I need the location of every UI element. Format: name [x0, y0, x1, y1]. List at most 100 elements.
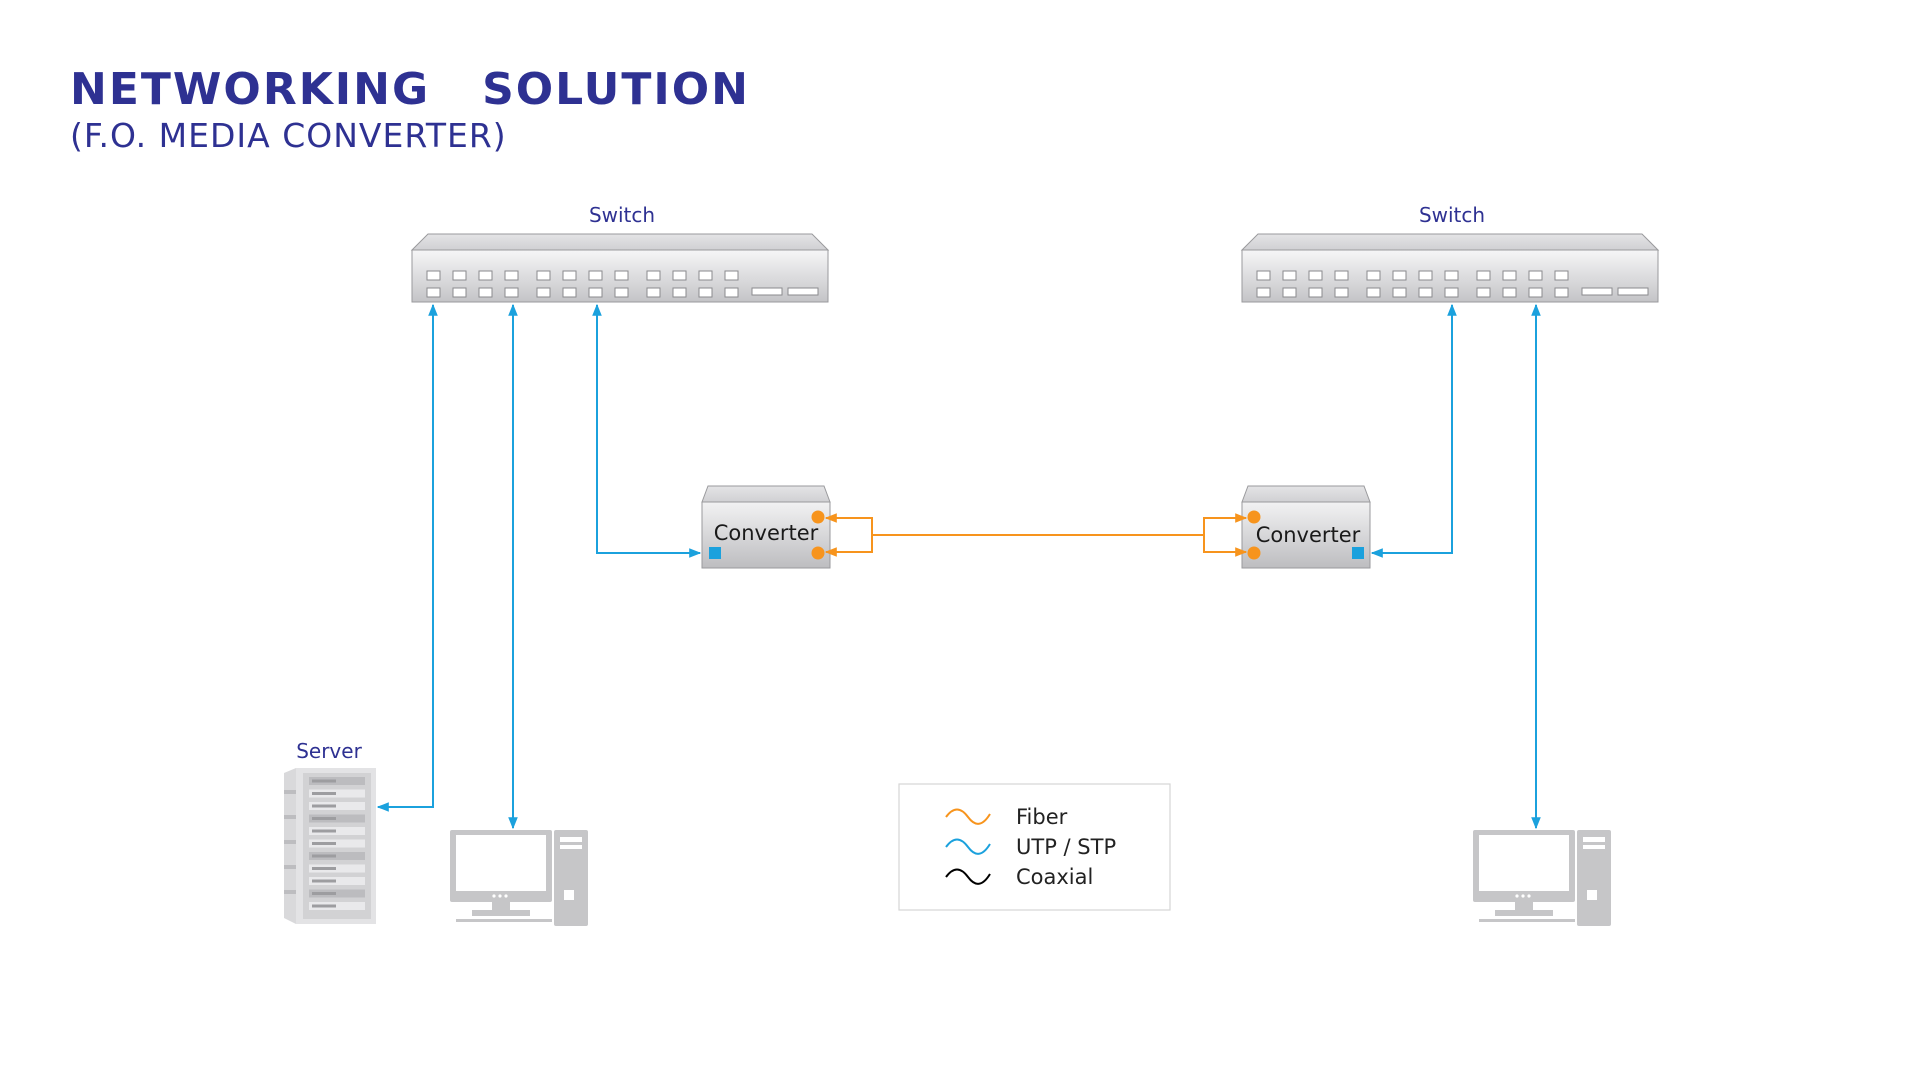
converter-right-utp-port — [1352, 547, 1364, 559]
switch-port — [1366, 270, 1381, 281]
utp-switch-left-to-converter — [592, 303, 702, 558]
server-drive-led — [312, 867, 336, 870]
server-drive-led — [312, 792, 336, 795]
server-drive-led — [312, 779, 336, 783]
workstation-left-icon — [450, 830, 588, 926]
switch-left-label: Switch — [589, 203, 655, 227]
converter-right-fiber-port-tx — [1247, 510, 1261, 524]
fiber-links — [824, 513, 1248, 557]
server-label: Server — [296, 739, 362, 763]
switch-port — [1334, 287, 1349, 298]
page-subtitle: (F.O. MEDIA CONVERTER) — [70, 116, 507, 155]
switch-port — [504, 270, 519, 281]
switch-port — [1554, 270, 1569, 281]
switch-port — [646, 270, 661, 281]
switch-port — [1308, 287, 1323, 298]
server-drive-bay — [309, 814, 365, 823]
server-drive-bays — [309, 777, 365, 910]
switch-port — [452, 270, 467, 281]
switch-left — [410, 233, 830, 303]
switch-port — [1256, 287, 1271, 298]
fiber-left-rx — [824, 535, 873, 557]
switch-port — [562, 270, 577, 281]
fiber-right-rx — [1203, 535, 1248, 557]
server-drive-bay — [309, 864, 365, 873]
switch-port — [1282, 270, 1297, 281]
workstation-right-icon — [1473, 830, 1611, 926]
switch-port — [698, 270, 713, 281]
fiber-legend-icon — [945, 808, 991, 825]
switch-port — [1476, 270, 1491, 281]
switch-port — [1418, 287, 1433, 298]
switch-port — [724, 270, 739, 281]
legend: Fiber UTP / STP Coaxial — [898, 783, 1171, 911]
fiber-left-tx — [824, 513, 873, 535]
page-title: NETWORKING SOLUTION — [70, 64, 750, 115]
switch-port — [1444, 287, 1459, 298]
switch-port — [1554, 287, 1569, 298]
server-drive-led — [312, 854, 336, 858]
switch-port — [504, 287, 519, 298]
server-drive-led — [312, 842, 336, 845]
switch-port — [536, 287, 551, 298]
switch-port — [562, 287, 577, 298]
server-icon — [284, 768, 376, 924]
utp-switch-right-to-converter — [1370, 303, 1457, 558]
converter-right-label: Converter — [1256, 523, 1361, 547]
server-drive-bay — [309, 902, 365, 910]
switch-port — [672, 287, 687, 298]
converter-left — [701, 485, 831, 569]
switch-right-label: Switch — [1419, 203, 1485, 227]
server-drive-bay — [309, 839, 365, 848]
switch-port — [1528, 287, 1543, 298]
server-drive-bay — [309, 802, 365, 810]
switch-port — [1418, 270, 1433, 281]
legend-box — [898, 783, 1171, 911]
switch-port — [724, 287, 739, 298]
switch-port — [588, 270, 603, 281]
switch-port — [646, 287, 661, 298]
server-drive-led — [312, 829, 336, 833]
converter-left-fiber-port-tx — [811, 510, 825, 524]
legend-label-fiber: Fiber — [1016, 805, 1068, 829]
server-drive-led — [312, 879, 336, 883]
switch-port — [1334, 270, 1349, 281]
utp-switch-left-to-server — [376, 303, 438, 812]
switch-port — [536, 270, 551, 281]
switch-port — [1502, 287, 1517, 298]
server-drive-led — [312, 804, 336, 808]
legend-label-utp: UTP / STP — [1016, 835, 1116, 859]
server-drive-bay — [309, 789, 365, 798]
server-drive-bay — [309, 827, 365, 835]
utp-legend-icon — [945, 838, 991, 855]
switch-port — [426, 270, 441, 281]
switch-port — [478, 270, 493, 281]
converter-left-fiber-port-rx — [811, 546, 825, 560]
coaxial-legend-icon — [945, 868, 991, 885]
server-drive-bay — [309, 852, 365, 860]
switch-port — [1502, 270, 1517, 281]
switch-right — [1240, 233, 1660, 303]
switch-port — [478, 287, 493, 298]
switch-port — [1528, 270, 1543, 281]
converter-right — [1241, 485, 1371, 569]
switch-port — [1256, 270, 1271, 281]
server-drive-led — [312, 892, 336, 895]
server-drive-bay — [309, 777, 365, 785]
switch-port — [1282, 287, 1297, 298]
switch-port — [672, 270, 687, 281]
switch-left-ports — [426, 270, 739, 298]
switch-port — [614, 287, 629, 298]
converter-left-utp-port — [709, 547, 721, 559]
switch-port — [1366, 287, 1381, 298]
switch-port — [1392, 287, 1407, 298]
server-drive-led — [312, 904, 336, 908]
converter-right-fiber-port-rx — [1247, 546, 1261, 560]
server-drive-led — [312, 817, 336, 820]
switch-right-ports — [1256, 270, 1569, 298]
switch-port — [426, 287, 441, 298]
server-drive-bay — [309, 889, 365, 898]
switch-port — [588, 287, 603, 298]
fiber-right-tx — [1203, 513, 1248, 535]
